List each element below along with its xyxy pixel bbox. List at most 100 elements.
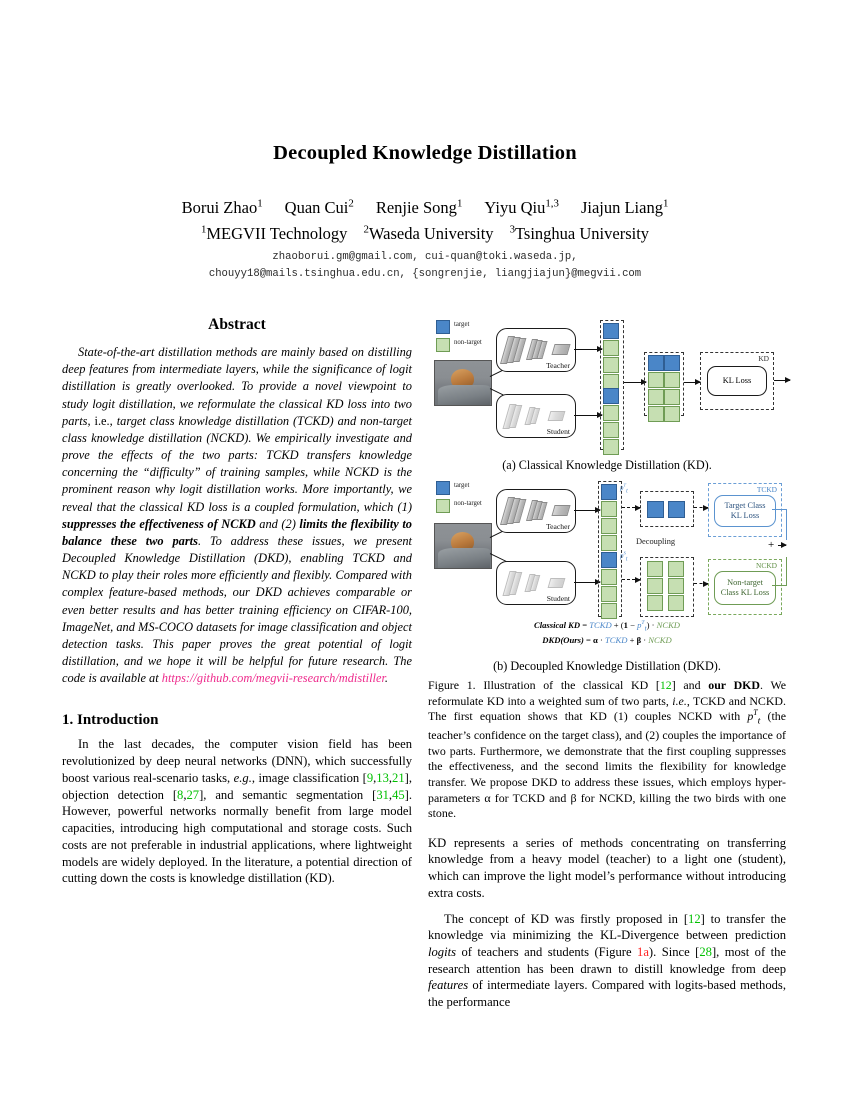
citation-12-body[interactable]: 12: [688, 911, 701, 926]
decoupling-label: Decoupling: [636, 537, 676, 546]
citation-28[interactable]: 28: [699, 944, 712, 959]
introduction-paragraph-1: In the last decades, the computer vision…: [62, 737, 413, 886]
page-title: Decoupled Knowledge Distillation: [273, 142, 577, 164]
student-logits-b: [601, 552, 617, 619]
nontarget-split-teacher: [647, 561, 663, 611]
citation-8[interactable]: 8: [177, 787, 184, 802]
affiliation-1: 2Waseda University: [363, 223, 494, 243]
legend-non-target-swatch: [436, 338, 450, 352]
student-logits-a: [603, 388, 619, 455]
abstract-part-1: State-of-the-art distillation methods ar…: [62, 345, 412, 428]
figure-1-caption: Figure 1. Illustration of the classical …: [428, 678, 786, 822]
intro-text-b: , image classification [: [251, 770, 367, 785]
arrow-nontarget-to-nckd: [694, 580, 709, 587]
caption-t5: (the teacher’s confidence on the target …: [428, 709, 786, 821]
author-2: Renjie Song1: [375, 197, 463, 217]
teacher-label-b: Teacher: [546, 522, 570, 531]
logit-cell-target: [664, 355, 680, 371]
logit-cell: [668, 561, 684, 577]
abstract-bold-2: limits the flexibility to balance these …: [62, 516, 412, 548]
abstract-period: .: [384, 671, 389, 686]
logit-cell: [601, 603, 617, 619]
citation-45[interactable]: 45: [392, 787, 405, 802]
citation-13[interactable]: 13: [376, 770, 389, 785]
equation-1-label: Classical KD: [533, 620, 581, 630]
logit-cell: [664, 389, 680, 405]
diagram-classical-kd: target non-target: [428, 316, 791, 456]
equation-2-body: = α · TCKD + β · NCKD: [583, 635, 672, 646]
teacher-network-a: Teacher: [496, 328, 576, 372]
code-url-link[interactable]: https://github.com/megvii-research/mdist…: [161, 671, 385, 686]
kl-loss-box: KL Loss: [707, 366, 767, 396]
right-p2-c: of teachers and students (Figure: [456, 944, 638, 959]
tckd-merge-link: [772, 509, 787, 540]
right-p2-b: ] to transfer the knowledge via minimizi…: [428, 911, 786, 943]
logit-cell-target: [648, 355, 664, 371]
equation-1-body: = TCKD + (1 − pTt) · NCKD: [580, 620, 681, 633]
student-label-a: Student: [546, 427, 570, 436]
right-paragraph-2: The concept of KD was firstly proposed i…: [428, 911, 786, 1011]
logit-cell: [603, 340, 619, 356]
features-italic: features: [428, 978, 469, 993]
arrow-student-to-logits-b: [574, 578, 601, 587]
logit-cell: [603, 422, 619, 438]
teacher-network-b: Teacher: [496, 489, 576, 533]
target-split-teacher: [647, 501, 664, 518]
logit-cell: [668, 578, 684, 594]
paired-student-logits: [664, 355, 680, 422]
student-network-a: Student: [496, 394, 576, 438]
nontarget-split-student: [668, 561, 684, 611]
nckd-loss-line-2: Class KL Loss: [720, 588, 770, 597]
intro-text-e: ]. However, powerful networks normally b…: [62, 787, 413, 886]
caption-bold-our-dkd: our DKD: [708, 678, 760, 692]
right-p2-f: of intermediate layers. Compared with lo…: [428, 978, 786, 1010]
tckd-dashed-box: TCKD: [708, 483, 782, 537]
intro-text-a: In the last decades, the computer vision…: [62, 737, 412, 785]
citation-21[interactable]: 21: [392, 770, 405, 785]
logit-cell: [648, 406, 664, 422]
equation-classical-kd: Classical KD = TCKD + (1 − pTt) · NCKD: [428, 619, 786, 634]
introduction-heading: 1. Introduction: [62, 712, 159, 729]
figure-ref-1a[interactable]: 1a: [637, 944, 649, 959]
tckd-loss-line-1: Target Class: [724, 500, 766, 510]
arrow-student-to-logits-a: [574, 411, 603, 420]
author-1: Quan Cui2: [284, 197, 354, 217]
intro-text-c: ], objection detection [: [62, 770, 412, 802]
logit-cell: [601, 501, 617, 517]
citation-12-caption[interactable]: 12: [659, 678, 672, 692]
logit-cell-target: [601, 552, 617, 568]
right-column: target non-target: [428, 316, 791, 1011]
logits-italic: logits: [428, 944, 456, 959]
tckd-box-label: TCKD: [756, 485, 777, 494]
logit-cell: [647, 595, 663, 611]
equation-2-label: DKD(Ours): [542, 635, 584, 646]
legend-target-label: target: [454, 321, 470, 328]
citation-27[interactable]: 27: [186, 787, 200, 802]
abstract-mid: and (2): [255, 516, 300, 531]
citation-9[interactable]: 9: [366, 770, 374, 785]
logit-cell: [647, 561, 663, 577]
abstract-heading: Abstract: [208, 316, 266, 333]
logit-cell: [601, 586, 617, 602]
subfigure-b-caption: (b) Decoupled Knowledge Distillation (DK…: [493, 659, 721, 673]
caption-t3: . We reformulate KD into a weighted sum …: [428, 678, 786, 708]
email-line-2: chouyy18@mails.tsinghua.edu.cn, {songren…: [208, 268, 642, 281]
arrow-dkd-output: [778, 541, 787, 550]
pt-teacher-label: pTt: [620, 482, 628, 495]
author-0: Borui Zhao1: [181, 197, 263, 217]
arrow-kd-output: [774, 376, 791, 385]
legend-target-label-b: target: [454, 482, 470, 489]
citation-31[interactable]: 31: [376, 787, 389, 802]
logit-cell: [601, 535, 617, 551]
abstract-part-2: , target class knowledge distillation (T…: [62, 413, 412, 514]
subfigure-b: target non-target Teacher: [428, 479, 787, 674]
figure-1: target non-target: [428, 316, 791, 673]
teacher-label-a: Teacher: [546, 361, 570, 370]
abstract-text: State-of-the-art distillation methods ar…: [62, 344, 412, 687]
tckd-loss-box: Target Class KL Loss: [714, 495, 776, 527]
student-network-b: Student: [496, 561, 576, 605]
logit-cell-target: [601, 484, 617, 500]
teacher-logits-b: [601, 484, 617, 551]
